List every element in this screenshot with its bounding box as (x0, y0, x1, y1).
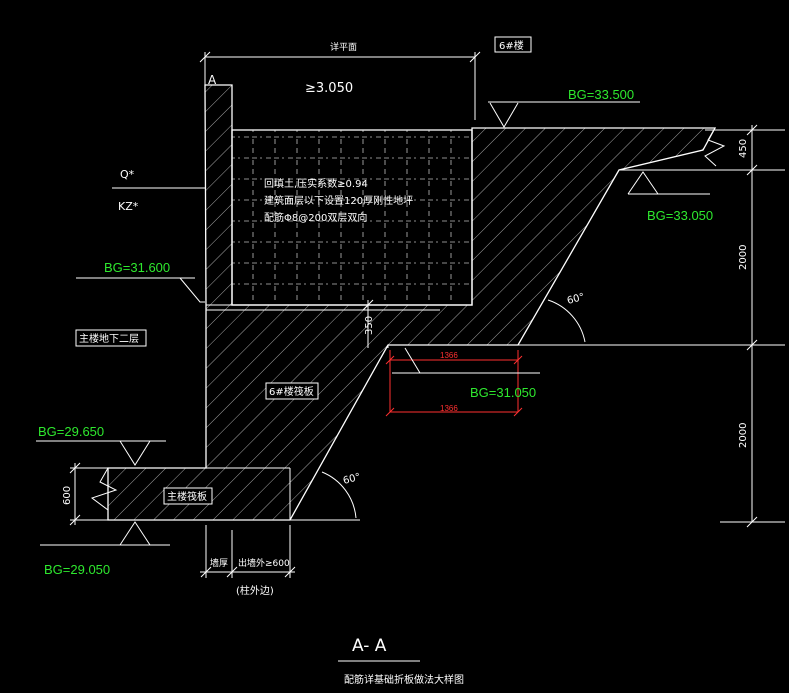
bg-33500-label: BG=33.500 (568, 87, 634, 102)
note-line-3: 配筋Φ8@200双层双向 (264, 211, 367, 224)
bg-33050-label: BG=33.050 (647, 208, 713, 223)
out-wall-label: 出墙外≥600 (238, 557, 290, 569)
right-dimension (590, 124, 785, 528)
dim-450: 450 (738, 139, 749, 158)
bg-29650-label: BG=29.650 (38, 424, 104, 439)
bg-29050-symbol (40, 521, 170, 546)
section-caption: 配筋详基础折板做法大样图 (344, 673, 464, 686)
dim-350: 350 (364, 316, 375, 335)
tag-box-6 (494, 36, 532, 53)
top-dimension (199, 51, 481, 120)
bg-33050-symbol (627, 171, 710, 195)
tag-6-label: 6#楼 (499, 39, 524, 52)
left-break-dimension (69, 462, 118, 526)
bottom-dimension (200, 525, 296, 578)
q-label: Q* (120, 168, 135, 181)
bg-29050-label: BG=29.050 (44, 562, 110, 577)
kz-label: KZ* (118, 200, 139, 213)
note-line-2: 建筑面层以下设置120厚刚性地坪 (264, 194, 413, 207)
foundation-6-label: 6#楼筏板 (269, 385, 314, 398)
main-foundation-label: 主楼筏板 (167, 490, 207, 503)
bg-31050-label: BG=31.050 (470, 385, 536, 400)
dim-2000-lower: 2000 (738, 423, 749, 448)
note-line-1: 回填土,压实系数≥0.94 (264, 177, 368, 190)
main-foundation-box (163, 487, 213, 505)
main-basement-box (75, 329, 147, 347)
bg-29650-symbol (36, 440, 166, 466)
bg-33500-symbol (488, 101, 640, 128)
dim-600: 600 (62, 486, 73, 505)
main-basement-label: 主楼地下二层 (79, 332, 139, 345)
inner-lines (206, 128, 473, 520)
col-edge-label: (柱外边) (236, 584, 274, 597)
foundation-6-box (265, 382, 319, 400)
angle-60-upper: 60° (566, 292, 586, 307)
dim-350-lines (362, 299, 374, 348)
dim-1366-lines (385, 350, 523, 417)
wall-thk-label: 墙厚 (210, 557, 228, 569)
bg-31050-symbol (392, 347, 540, 374)
angle-60-lower: 60° (342, 472, 362, 487)
bg-31600-symbol (76, 277, 205, 303)
top-dim-label: 详平面 (330, 41, 357, 53)
section-title: A- A (352, 636, 387, 656)
elevation-3050: ≥3.050 (305, 81, 353, 96)
angle-arcs (290, 299, 590, 521)
dim-2000-upper: 2000 (738, 245, 749, 270)
bg-31600-label: BG=31.600 (104, 260, 170, 275)
dim-1366-upper: 1366 (440, 351, 458, 360)
dim-1366-lower: 1366 (440, 404, 458, 413)
section-marker-a: A (208, 73, 217, 87)
